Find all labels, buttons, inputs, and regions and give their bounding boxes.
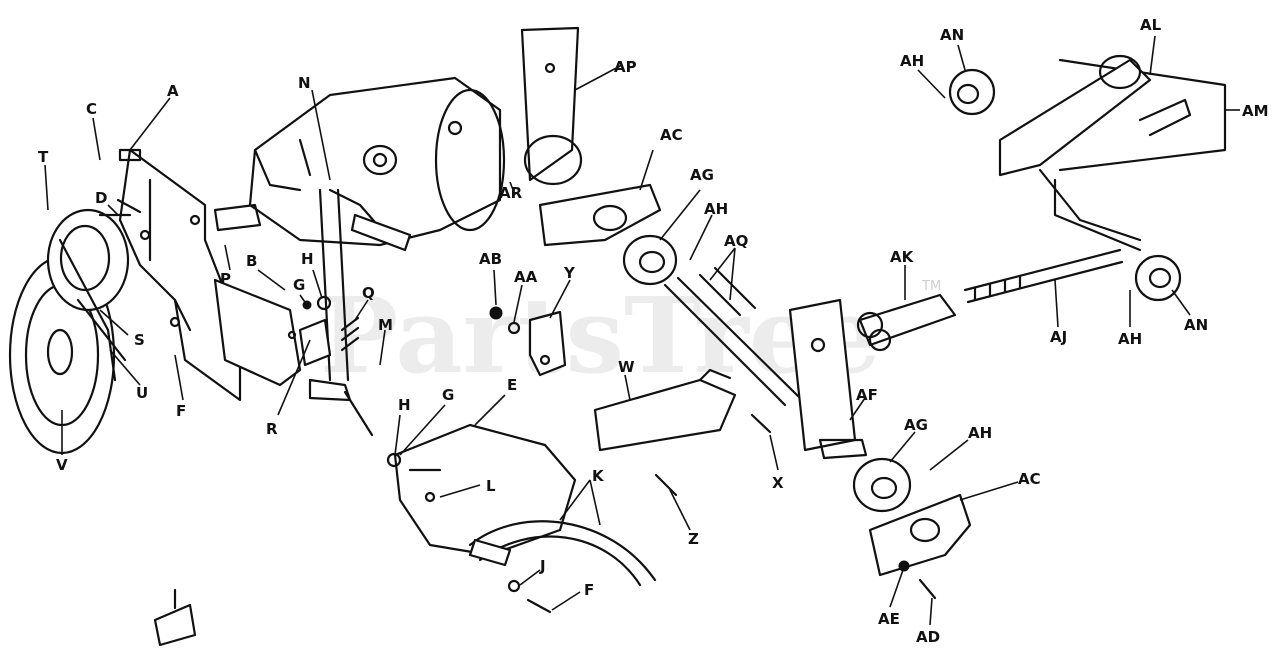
shaft-aq: [663, 266, 802, 407]
label-z: Z: [688, 530, 699, 548]
label-h-upper: H: [301, 250, 314, 268]
label-am: AM: [1242, 102, 1269, 120]
label-b: B: [246, 252, 257, 270]
label-ah-mid: AH: [704, 200, 728, 218]
bracket-ac-upper: [538, 183, 662, 247]
label-f-lower: F: [584, 581, 594, 599]
bushing-ag-upper: [622, 234, 678, 286]
label-s: S: [134, 331, 145, 349]
label-aq: AQ: [724, 232, 748, 250]
arm-af: [788, 298, 868, 460]
pulley-assembly: [8, 208, 130, 455]
label-ar: AR: [499, 184, 523, 202]
label-f-left: F: [176, 402, 186, 420]
label-ap: AP: [614, 58, 637, 76]
label-e: E: [507, 376, 517, 394]
label-x: X: [772, 474, 784, 492]
label-ah-right: AH: [1118, 330, 1142, 348]
collar-an-lower: [1134, 254, 1182, 302]
linkage-rods: [298, 188, 412, 437]
label-aj: AJ: [1050, 328, 1067, 346]
arm-w: [593, 368, 737, 452]
label-p: P: [220, 270, 231, 288]
label-an-lower: AN: [1184, 316, 1208, 334]
label-w: W: [618, 358, 635, 376]
small-fitting: [153, 588, 197, 647]
label-g-lower: G: [442, 386, 454, 404]
label-a: A: [167, 82, 179, 100]
leader-lines: [44, 35, 1240, 626]
threaded-rod-aj: [963, 248, 1124, 304]
label-af: AF: [856, 386, 878, 404]
label-ac-lower: AC: [1018, 470, 1041, 488]
label-ae: AE: [878, 610, 900, 628]
motor-housing: [213, 76, 506, 247]
label-ab: AB: [479, 250, 502, 268]
mounting-bracket: [98, 148, 242, 402]
label-y: Y: [563, 264, 576, 282]
watermark-trademark: TM: [921, 279, 941, 294]
label-j: J: [539, 557, 546, 575]
label-h-lower: H: [398, 396, 411, 414]
small-hardware: [302, 295, 772, 614]
label-al: AL: [1140, 16, 1162, 34]
plate-bracket: [213, 278, 302, 387]
arm-assembly-am: [998, 54, 1227, 252]
collar-an-upper: [948, 68, 996, 116]
callout-labels: A C T D S U V F P B G H N Q M R H G E L …: [38, 16, 1269, 646]
label-c: C: [86, 100, 97, 118]
label-u: U: [136, 384, 148, 402]
label-k: K: [592, 467, 605, 485]
label-ak: AK: [890, 248, 915, 266]
label-r: R: [266, 420, 278, 438]
label-ad: AD: [916, 628, 940, 646]
label-v: V: [56, 456, 68, 474]
label-t: T: [38, 148, 49, 166]
lever-ap: [520, 26, 583, 186]
label-d: D: [95, 189, 107, 207]
label-an-upper: AN: [940, 26, 964, 44]
brake-band: [468, 520, 657, 587]
clevis-ak: [856, 293, 957, 352]
label-ag-lower: AG: [904, 416, 928, 434]
label-ac-upper: AC: [660, 126, 683, 144]
label-g-upper: G: [293, 276, 305, 294]
label-ag-upper: AG: [690, 166, 714, 184]
watermark: PartsTree: [320, 274, 881, 397]
label-l: L: [486, 477, 496, 495]
clip-y: [528, 310, 567, 377]
label-aa: AA: [514, 268, 538, 286]
label-m: M: [378, 316, 393, 334]
label-q: Q: [362, 284, 375, 302]
bracket-ac-lower: [868, 493, 972, 600]
label-ah-lower: AH: [968, 424, 992, 442]
bushing-ag-lower: [852, 457, 912, 513]
label-n: N: [298, 74, 311, 92]
label-ah-top: AH: [900, 52, 924, 70]
